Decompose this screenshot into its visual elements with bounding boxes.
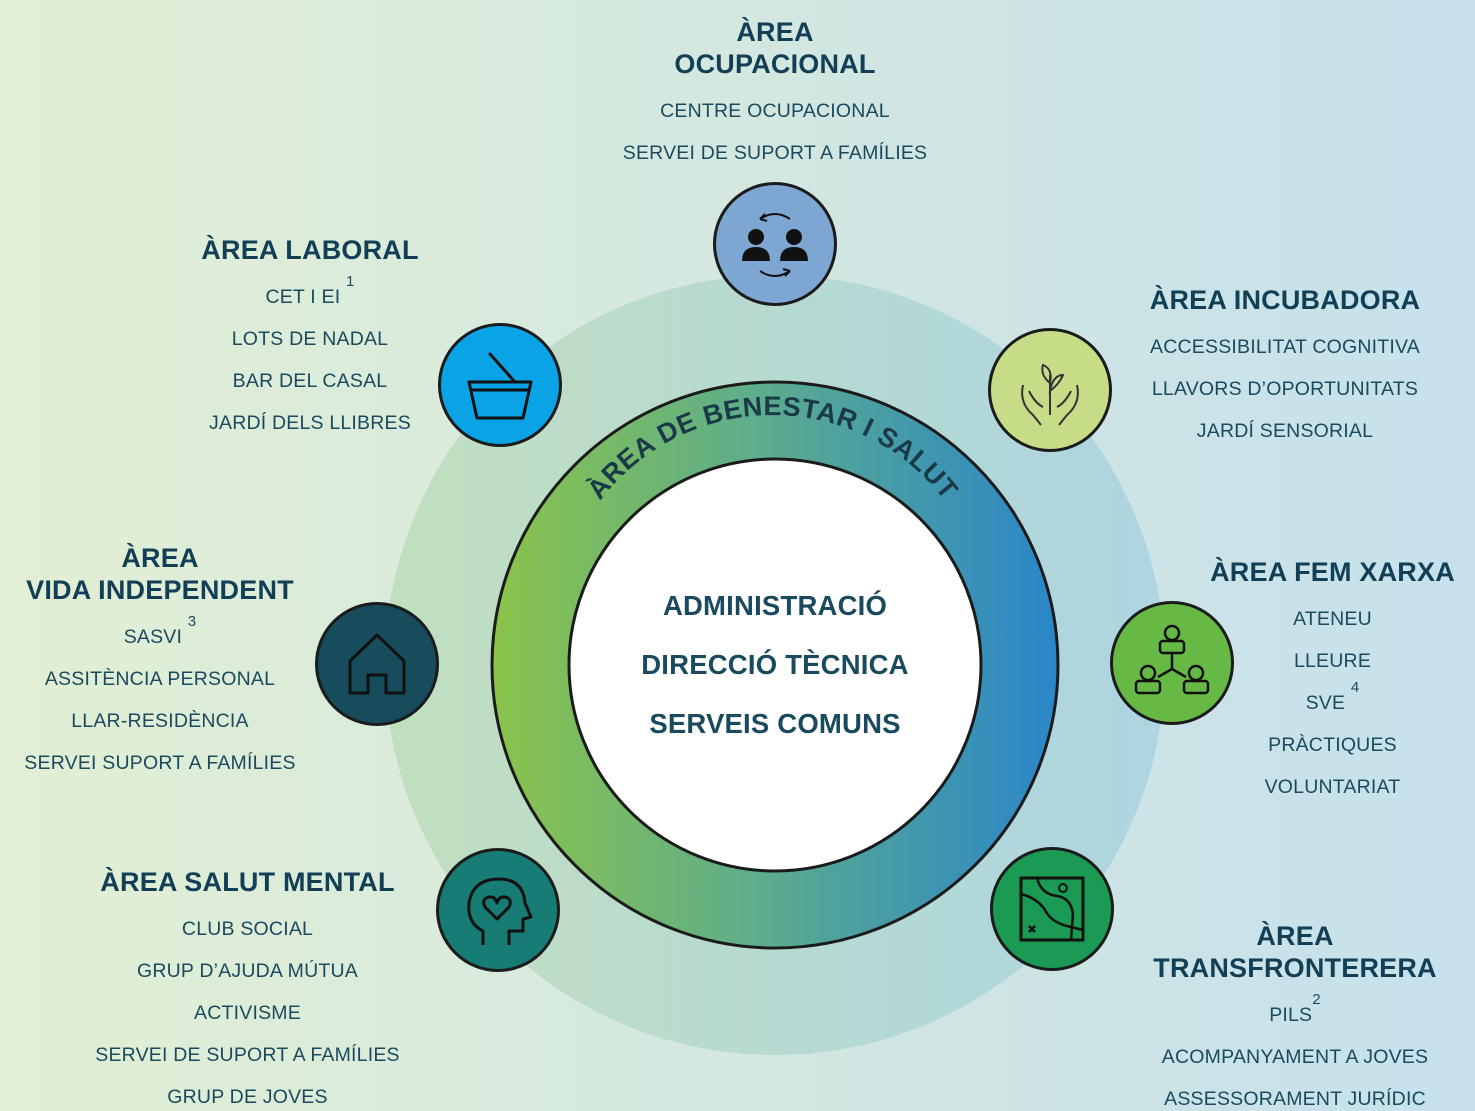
laboral-icon-circle[interactable] — [438, 323, 562, 447]
vida-title-2: VIDA INDEPENDENT — [26, 575, 294, 605]
center-line-direccio: DIRECCIÓ TÈCNICA — [641, 649, 909, 680]
salut-mental-item: ACTIVISME — [194, 1002, 301, 1024]
laboral-item: JARDÍ DELS LLIBRES — [209, 412, 411, 434]
salut-mental-item: CLUB SOCIAL — [181, 918, 314, 940]
area-incubadora: ÀREA INCUBADORA ACCESSIBILITAT COGNITIVA… — [1115, 284, 1455, 442]
fem-xarxa-item: VOLUNTARIAT — [1264, 776, 1401, 798]
ocupacional-title-2: OCUPACIONAL — [674, 49, 876, 79]
area-ocupacional: ÀREA OCUPACIONAL CENTRE OCUPACIONAL SERV… — [575, 16, 975, 164]
laboral-item: CET I EI 1 — [265, 273, 355, 308]
transfronterera-icon-circle[interactable] — [990, 847, 1114, 971]
ocupacional-item: CENTRE OCUPACIONAL — [660, 100, 890, 122]
laboral-title: ÀREA LABORAL — [201, 235, 419, 265]
transfronterera-title-2: TRANSFRONTERERA — [1153, 953, 1437, 983]
vida-item: LLAR-RESIDÈNCIA — [71, 710, 249, 732]
ocupacional-icon-circle[interactable] — [713, 182, 837, 306]
salut-mental-item: SERVEI DE SUPORT A FAMÍLIES — [95, 1044, 400, 1066]
fem-xarxa-item: ATENEU — [1293, 608, 1372, 630]
network-people-icon — [1134, 624, 1210, 695]
incubadora-item: LLAVORS D’OPORTUNITATS — [1151, 378, 1419, 400]
salut-mental-item: GRUP DE JOVES — [167, 1086, 328, 1108]
laboral-item: BAR DEL CASAL — [232, 370, 388, 392]
transfronterera-title-1: ÀREA — [1256, 921, 1334, 951]
transfronterera-item: ASSESSORAMENT JURÍDIC — [1164, 1088, 1426, 1110]
incubadora-item: ACCESSIBILITAT COGNITIVA — [1150, 336, 1420, 358]
fem-xarxa-item: SVE 4 — [1305, 679, 1360, 714]
incubadora-title: ÀREA INCUBADORA — [1149, 285, 1421, 315]
center-line-serveis: SERVEIS COMUNS — [649, 708, 901, 739]
vida-item: SERVEI SUPORT A FAMÍLIES — [24, 752, 296, 774]
ocupacional-item: SERVEI DE SUPORT A FAMÍLIES — [622, 142, 928, 164]
people-exchange-icon — [742, 213, 808, 277]
center-line-administracio: ADMINISTRACIÓ — [662, 590, 888, 621]
salut-mental-item: GRUP D’AJUDA MÚTUA — [136, 960, 358, 982]
hands-sprout-icon — [1021, 363, 1079, 426]
area-laboral: ÀREA LABORAL CET I EI 1 LOTS DE NADAL BA… — [160, 234, 460, 434]
fem-xarxa-item: PRÀCTIQUES — [1268, 734, 1397, 756]
vida-independent-icon-circle[interactable] — [315, 602, 439, 726]
transfronterera-item: ACOMPANYAMENT A JOVES — [1161, 1046, 1429, 1068]
fem-xarxa-item: LLEURE — [1293, 650, 1372, 672]
head-heart-icon — [467, 877, 533, 945]
salut-mental-title: ÀREA SALUT MENTAL — [100, 867, 395, 897]
laboral-item: LOTS DE NADAL — [231, 328, 389, 350]
house-icon — [348, 633, 406, 695]
incubadora-item: JARDÍ SENSORIAL — [1196, 420, 1374, 442]
center-labels: ADMINISTRACIÓ DIRECCIÓ TÈCNICA SERVEIS C… — [575, 590, 975, 767]
fem-xarxa-icon-circle[interactable] — [1110, 601, 1234, 725]
vida-item: ASSITÈNCIA PERSONAL — [44, 668, 276, 690]
basket-icon — [467, 352, 533, 420]
fem-xarxa-title: ÀREA FEM XARXA — [1210, 557, 1455, 587]
ocupacional-title-1: ÀREA — [736, 17, 814, 47]
area-transfronterera: ÀREA TRANSFRONTERERA PILS2 ACOMPANYAMENT… — [1130, 920, 1460, 1110]
salut-mental-icon-circle[interactable] — [436, 848, 560, 972]
vida-title-1: ÀREA — [121, 543, 199, 573]
vida-item: SASVI 3 — [123, 613, 197, 648]
area-fem-xarxa: ÀREA FEM XARXA ATENEU LLEURE SVE 4 PRÀCT… — [1190, 556, 1475, 798]
area-salut-mental: ÀREA SALUT MENTAL CLUB SOCIAL GRUP D’AJU… — [60, 866, 435, 1108]
incubadora-icon-circle[interactable] — [988, 328, 1112, 452]
transfronterera-item: PILS2 — [1269, 991, 1321, 1026]
map-route-icon — [1019, 876, 1085, 942]
center-disc — [567, 457, 983, 873]
area-vida-independent: ÀREA VIDA INDEPENDENT SASVI 3 ASSITÈNCIA… — [0, 542, 320, 774]
